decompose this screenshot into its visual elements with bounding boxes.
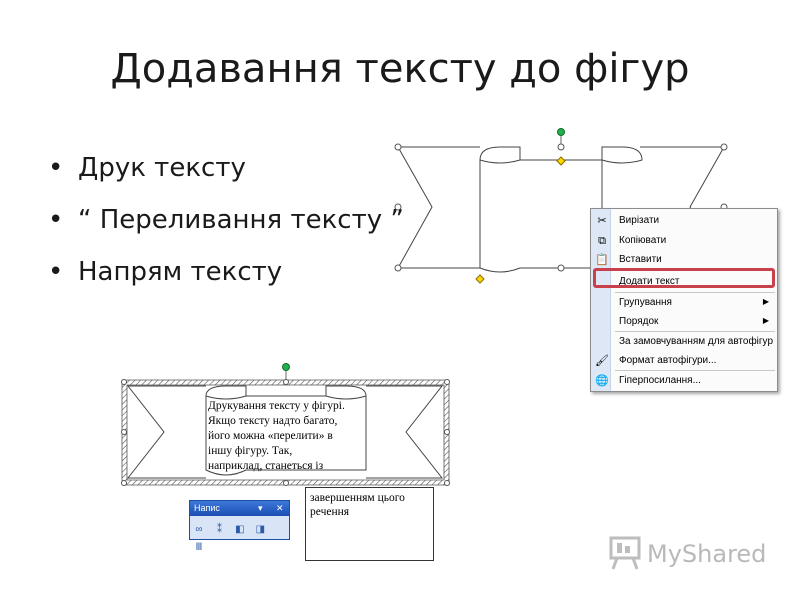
shape-text-line: наприклад, станеться із [208,460,324,472]
toolbar-titlebar[interactable]: Напис ▾ ✕ [190,501,289,516]
overflow-text-line: завершенням цього [310,492,405,504]
menu-item-cut[interactable]: ✂ Вирізати [591,211,777,231]
menu-item-order[interactable]: Порядок ▶ [619,316,769,327]
menu-item-format-shape[interactable]: 🖌 Формат автофігури... [595,355,717,367]
watermark-logo: MyShared [607,536,767,576]
scissors-icon: ✂ [597,215,607,227]
bullet-text-direction: Напрям тексту [48,250,404,302]
rotate-handle[interactable] [557,128,565,136]
toolbar-title: Напис [194,503,220,513]
watermark-text: MyShared [647,540,767,568]
next-icon[interactable]: ◨ [255,524,266,535]
selection-handles[interactable] [394,143,728,272]
menu-icon-strip [591,209,611,391]
context-menu: ✂ Вирізати ⧉ Копіювати 📋 Вставити Додати… [590,208,778,392]
bullet-print-text: Друк тексту [48,146,404,198]
overflow-text-line: речення [310,506,350,518]
menu-item-add-text[interactable]: Додати текст [619,276,680,287]
toolbar-options-icon[interactable]: ▾ [258,503,263,513]
shape-text-line: його можна «перелити» в [208,430,333,442]
menu-item-set-default[interactable]: За замовчуванням для автофігур [619,336,774,347]
menu-separator [615,370,775,371]
paste-icon: 📋 [595,254,609,266]
submenu-arrow-icon: ▶ [762,316,769,325]
bullet-list: Друк тексту “ Переливання тексту ” Напря… [48,146,404,302]
bullet-text-flow: “ Переливання тексту ” [48,198,404,250]
shape-text-line: іншу фігуру. Так, [208,445,293,457]
unlink-icon[interactable]: ⁑ [216,524,222,535]
submenu-arrow-icon: ▶ [762,297,769,306]
globe-link-icon: 🌐 [595,375,609,387]
previous-icon[interactable]: ◧ [235,524,245,535]
text-direction-icon[interactable]: Ⅲ [195,542,203,553]
linked-text-box[interactable]: завершенням цього речення [305,487,434,561]
shape-text-line: Друкування тексту у фігурі. [208,400,345,412]
adjust-handle[interactable] [556,156,566,166]
menu-item-copy[interactable]: ⧉ Копіювати [591,231,777,251]
format-icon: 🖌 [595,355,609,367]
menu-item-paste[interactable]: 📋 Вставити [595,254,662,266]
menu-separator [615,331,775,332]
menu-separator [615,292,775,293]
link-icon[interactable]: ∞ [195,524,203,535]
rotate-handle-bottom[interactable] [282,363,290,371]
textbox-toolbar[interactable]: Напис ▾ ✕ ∞ ⁑ ◧ ◨ Ⅲ [189,500,290,553]
copy-icon: ⧉ [598,235,606,247]
menu-item-grouping[interactable]: Групування ▶ [619,297,769,308]
toolbar-buttons: ∞ ⁑ ◧ ◨ Ⅲ [192,519,289,553]
slide-title: Додавання тексту до фігур [110,46,690,92]
shape-text-line: Якщо тексту надто багато, [208,415,338,427]
highlight-frame [593,268,775,288]
menu-item-hyperlink[interactable]: 🌐 Гіперпосилання... [595,375,701,387]
close-icon[interactable]: ✕ [276,503,284,513]
shape-text-content[interactable]: Друкування тексту у фігурі. Якщо тексту … [208,399,364,474]
presentation-board-icon [609,536,641,570]
adjust-handle-2[interactable] [475,274,485,284]
